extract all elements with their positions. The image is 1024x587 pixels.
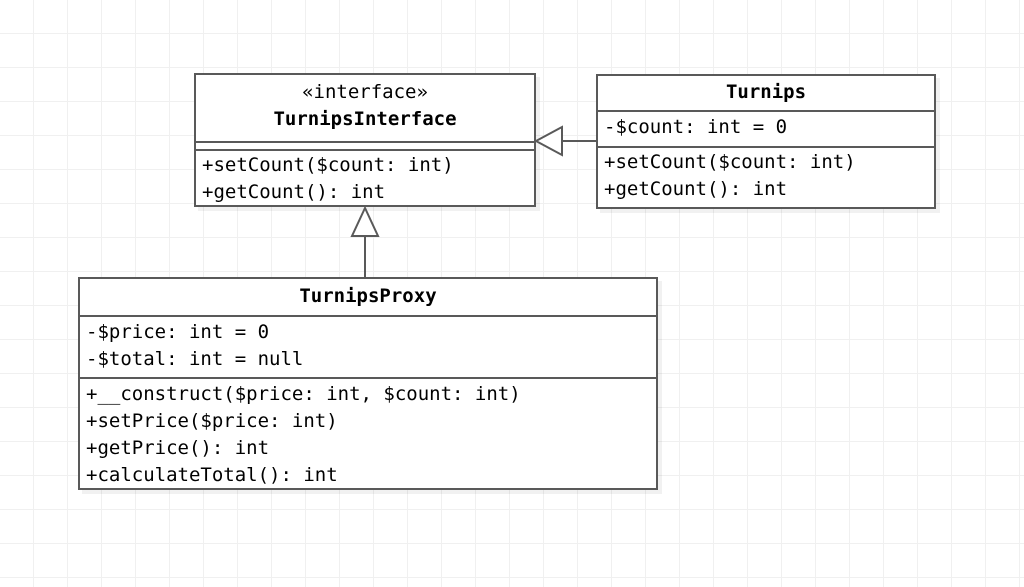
method-item: +setPrice($price: int) [86, 410, 338, 432]
class-name: TurnipsInterface [273, 108, 457, 130]
methods-compartment-turnips-proxy: +__construct($price: int, $count: int) +… [80, 377, 656, 492]
attribute-item: -$price: int = 0 [86, 321, 270, 343]
relationship-turnips-implements-interface[interactable] [533, 120, 600, 164]
class-header-turnips: Turnips [598, 76, 934, 110]
method-item: +setCount($count: int) [604, 151, 856, 173]
methods-compartment-turnips-interface: +setCount($count: int) +getCount(): int [196, 149, 534, 209]
attributes-compartment-turnips: -$count: int = 0 [598, 110, 934, 146]
method-item: +getCount(): int [604, 178, 788, 200]
attribute-item: -$total: int = null [86, 348, 304, 370]
class-box-turnips-interface[interactable]: «interface» TurnipsInterface +setCount($… [194, 73, 536, 207]
method-item: +getPrice(): int [86, 437, 270, 459]
method-item: +setCount($count: int) [202, 154, 454, 176]
hollow-triangle-arrowhead [533, 125, 563, 157]
class-box-turnips[interactable]: Turnips -$count: int = 0 +setCount($coun… [596, 74, 936, 209]
class-name: Turnips [725, 81, 807, 103]
class-stereotype: «interface» [302, 81, 428, 103]
methods-compartment-turnips: +setCount($count: int) +getCount(): int [598, 146, 934, 206]
relationship-proxy-implements-interface[interactable] [348, 205, 384, 281]
method-item: +getCount(): int [202, 181, 386, 203]
hollow-triangle-arrowhead [350, 205, 380, 237]
class-header-turnips-interface: «interface» TurnipsInterface [196, 75, 534, 141]
attribute-item: -$count: int = 0 [604, 116, 788, 138]
method-item: +calculateTotal(): int [86, 464, 338, 486]
class-box-turnips-proxy[interactable]: TurnipsProxy -$price: int = 0 -$total: i… [78, 277, 658, 490]
attributes-compartment-turnips-proxy: -$price: int = 0 -$total: int = null [80, 315, 656, 377]
attributes-compartment-turnips-interface [196, 141, 534, 149]
class-name: TurnipsProxy [299, 285, 437, 307]
class-header-turnips-proxy: TurnipsProxy [80, 279, 656, 315]
method-item: +__construct($price: int, $count: int) [86, 383, 521, 405]
